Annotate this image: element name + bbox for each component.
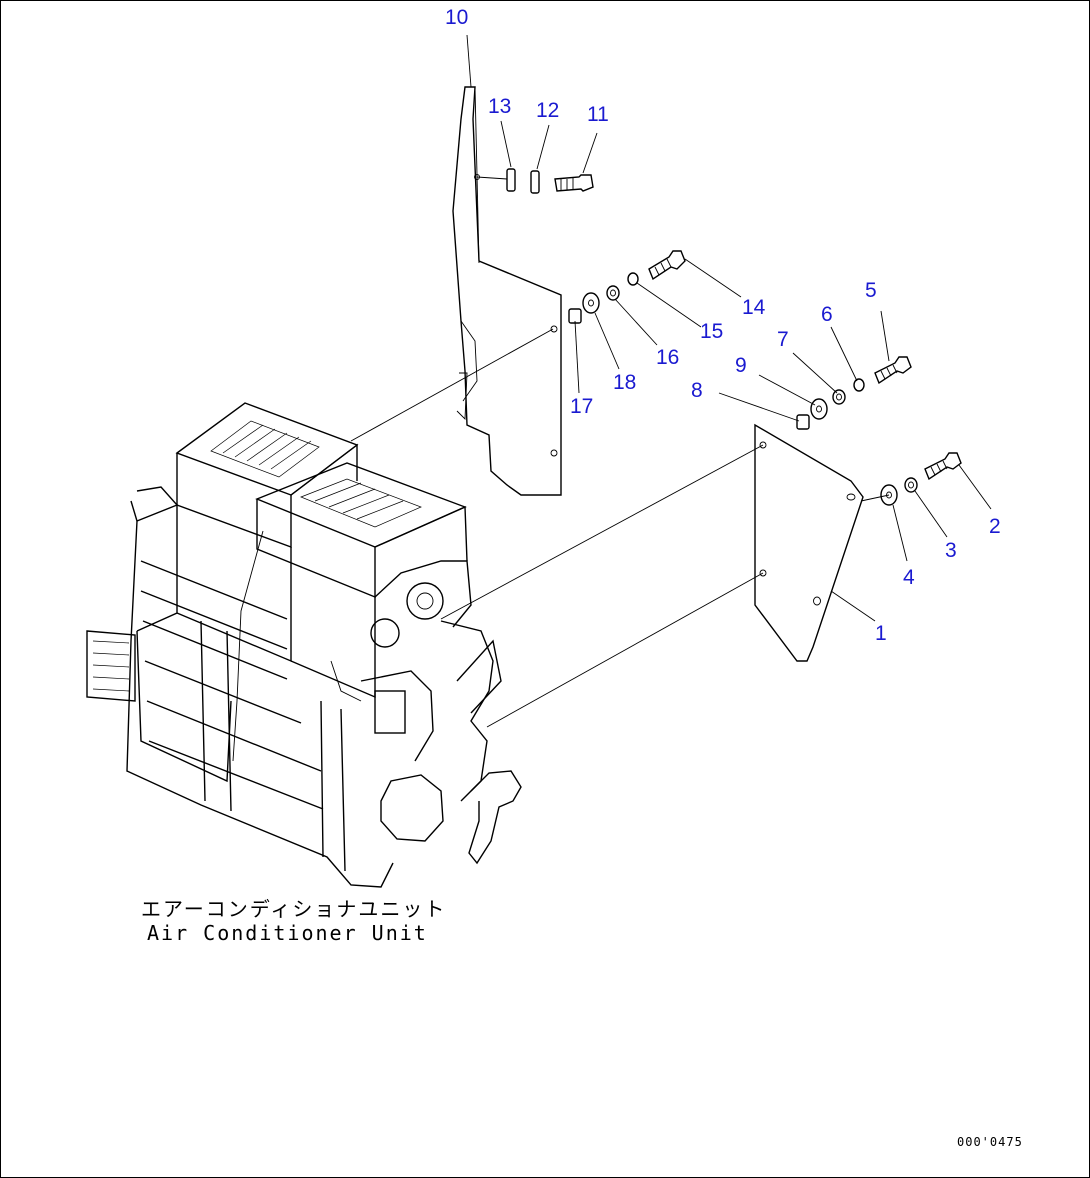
leader-lines [466, 34, 992, 622]
fastener-group-upper [476, 168, 594, 194]
caption-japanese: エアーコンディショナユニット [141, 897, 447, 921]
fastener-group-right-upper [796, 356, 912, 430]
lower-cover-plate [754, 423, 864, 662]
callout-4: 4 [903, 566, 915, 589]
upper-cover-plate [452, 86, 562, 496]
callout-13: 13 [488, 95, 512, 118]
caption-english: Air Conditioner Unit [147, 921, 428, 945]
callout-5: 5 [865, 279, 877, 302]
callout-2: 2 [989, 515, 1001, 538]
callout-8: 8 [691, 379, 703, 402]
callout-11: 11 [587, 103, 609, 126]
callout-12: 12 [536, 99, 560, 122]
fastener-group-middle [568, 250, 686, 324]
air-conditioner-unit [86, 402, 522, 888]
callout-6: 6 [821, 303, 833, 326]
callout-1: 1 [875, 622, 887, 645]
callout-17: 17 [570, 395, 594, 418]
callout-3: 3 [945, 539, 957, 562]
callout-9: 9 [735, 354, 747, 377]
drawing-id: 000'0475 [957, 1135, 1023, 1149]
fastener-group-right-lower [880, 452, 962, 506]
callout-14: 14 [742, 296, 766, 319]
callout-18: 18 [613, 371, 637, 394]
callout-7: 7 [777, 328, 789, 351]
assembly-guide-lines [350, 328, 890, 728]
callout-15: 15 [700, 320, 724, 343]
callout-10: 10 [445, 6, 469, 29]
callout-16: 16 [656, 346, 680, 369]
